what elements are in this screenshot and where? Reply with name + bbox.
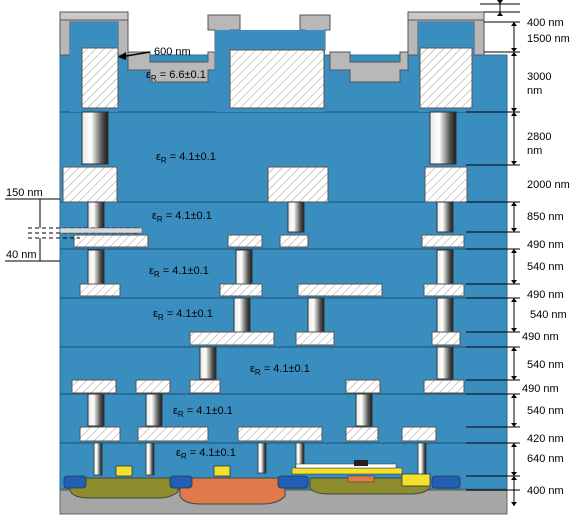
m4-block-1 (79, 283, 121, 297)
sti-blue-mid2 (277, 475, 309, 489)
m3-block-1 (189, 331, 275, 346)
gate-mid (213, 465, 231, 477)
v5-via-mid (287, 201, 305, 233)
m2-block-4 (345, 379, 381, 394)
m1-block-4 (345, 426, 379, 442)
m1-block-2 (137, 426, 209, 442)
v3-via-3 (436, 297, 454, 333)
dim-v4: 540 nm (527, 261, 564, 273)
dielectric-label-l1: εR = 4.1±0.1 (173, 405, 233, 419)
m6-block-left (62, 166, 118, 203)
dielectric-label-l5: εR = 4.1±0.1 (152, 210, 212, 224)
top-metal-pad-mid (229, 49, 325, 109)
m3-block-3 (431, 331, 461, 346)
dim-via-top-unit: nm (527, 145, 542, 157)
m4-block-3 (297, 283, 383, 297)
dielectric-label-l0: εR = 4.1±0.1 (176, 447, 236, 461)
v4-via-right (436, 249, 454, 285)
fin-array (295, 463, 397, 469)
sti-blue-mid (169, 475, 193, 489)
gate-left (115, 465, 133, 477)
dim-m1: 420 nm (527, 433, 564, 445)
top-via-left (81, 111, 109, 165)
etch-stop-thick-label: 150 nm (6, 187, 43, 199)
dim-m5: 490 nm (527, 239, 564, 251)
m6-block-right (424, 166, 468, 203)
dim-top-pass: 400 nm (527, 17, 564, 29)
m1-block-3 (237, 426, 323, 442)
m3-block-2 (295, 331, 335, 346)
dim-m2: 490 nm (522, 383, 559, 395)
nitride-valley-right (329, 51, 409, 83)
dielectric-label-l6: εR = 4.1±0.1 (156, 151, 216, 165)
m2-block-3 (189, 379, 221, 394)
dim-m4: 490 nm (527, 289, 564, 301)
etch-stop-layer (59, 227, 143, 234)
well-olive-left (69, 477, 179, 499)
m4-block-4 (423, 283, 465, 297)
dim-contact: 640 nm (527, 453, 564, 465)
dielectric-label-l2: εR = 4.1±0.1 (250, 363, 310, 377)
v4-via-mid (235, 249, 253, 285)
v2-via-2 (436, 346, 454, 380)
dim-m6: 2000 nm (527, 179, 570, 191)
dim-v2: 540 nm (527, 359, 564, 371)
v1-via-3 (355, 393, 373, 427)
m5-block-4 (421, 234, 465, 248)
dim-poly: 400 nm (527, 485, 564, 497)
well-olive-right (309, 477, 431, 495)
dim-v3: 540 nm (530, 309, 567, 321)
v4-via-left (87, 249, 105, 285)
dim-pass-nitride: 1500 nm (527, 33, 570, 45)
dim-m7-dielectric-unit: nm (527, 85, 542, 97)
dim-m3: 490 nm (522, 331, 559, 343)
right-dimension-scale (466, 3, 520, 506)
dielectric-label-l3: εR = 4.1±0.1 (153, 308, 213, 322)
m5-block-2 (227, 234, 263, 248)
m5-block-1 (73, 234, 149, 248)
m2-block-5 (423, 379, 465, 394)
dim-v1: 540 nm (527, 405, 564, 417)
dim-via-top: 2800 (527, 131, 551, 143)
dielectric-label-l4: εR = 4.1±0.1 (149, 265, 209, 279)
m2-block-2 (135, 379, 171, 394)
top-metal-pad-right (419, 47, 473, 109)
sti-blue-right (431, 475, 461, 489)
gate-black (354, 460, 368, 466)
dim-v5: 850 nm (527, 211, 564, 223)
m5-block-3 (279, 234, 309, 248)
liner-arrowhead (118, 52, 126, 60)
dim-m7-dielectric: 3000 (527, 71, 551, 83)
v1-via-2 (145, 393, 163, 427)
sti-blue-left (63, 475, 87, 489)
orange-diffusion (347, 475, 375, 483)
top-via-right (429, 111, 457, 165)
gate-stripe (291, 467, 403, 475)
v3-via-1 (233, 297, 251, 333)
etch-stop-thin-label: 40 nm (6, 249, 37, 261)
v5-via-right (436, 201, 454, 233)
passivation-top-left (59, 11, 129, 21)
m2-block-1 (71, 379, 117, 394)
m4-block-2 (219, 283, 263, 297)
v2-via-1 (199, 346, 217, 380)
m1-block-1 (79, 426, 121, 442)
top-metal-pad-left (81, 47, 119, 109)
well-orange (179, 477, 286, 505)
v1-via-1 (87, 393, 105, 427)
liner-callout: 600 nm (154, 46, 191, 58)
dielectric-label-top: εR = 6.6±0.1 (146, 69, 206, 83)
m6-block-mid (267, 166, 329, 203)
passivation-right-top (407, 11, 485, 21)
v3-via-2 (307, 297, 325, 333)
m1-block-5 (401, 426, 437, 442)
right-dimension-arrowheads (497, 0, 517, 506)
yellow-region (401, 473, 431, 487)
